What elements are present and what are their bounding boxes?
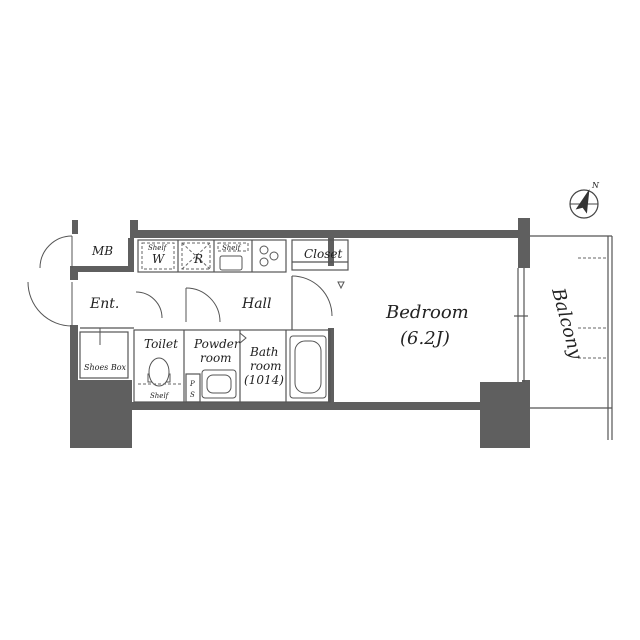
room-toilet-label: Toilet <box>144 337 178 351</box>
ps-label-2: S <box>190 391 195 399</box>
walls <box>70 218 530 448</box>
bath-room-label-3: (1014) <box>244 373 284 387</box>
bath-room-label-1: Bath <box>249 345 279 359</box>
room-closet-label: Closet <box>304 247 343 261</box>
toilet-shelf-label: Shelf <box>150 392 170 400</box>
compass-icon: N <box>569 181 600 219</box>
room-entrance-label: Ent. <box>89 296 119 312</box>
compass-north-label: N <box>591 181 600 190</box>
bedroom-size-label: (6.2J) <box>400 328 450 349</box>
bath-room-label-2: room <box>250 359 282 373</box>
ps-label-1: P <box>189 380 195 388</box>
inner-lines <box>79 235 613 440</box>
room-mb-label: MB <box>91 244 113 258</box>
appliance-spaces <box>141 242 279 271</box>
washer-label: W <box>152 252 166 266</box>
room-bedroom-label: Bedroom <box>385 302 469 323</box>
room-hall-label: Hall <box>241 296 272 312</box>
refrigerator-label: R <box>193 252 203 266</box>
doors <box>27 235 345 345</box>
powder-room-label-2: room <box>200 351 232 365</box>
labels: MB Ent. Shoes Box Shelf W R Shelf Hall C… <box>84 244 586 400</box>
balcony-label: Balcony <box>547 285 586 362</box>
shelf-kitchen-label: Shelf <box>222 244 242 252</box>
shoes-box-label: Shoes Box <box>84 363 127 372</box>
shelf-w-label: Shelf <box>148 244 168 252</box>
powder-room-label-1: Powder <box>193 337 241 351</box>
